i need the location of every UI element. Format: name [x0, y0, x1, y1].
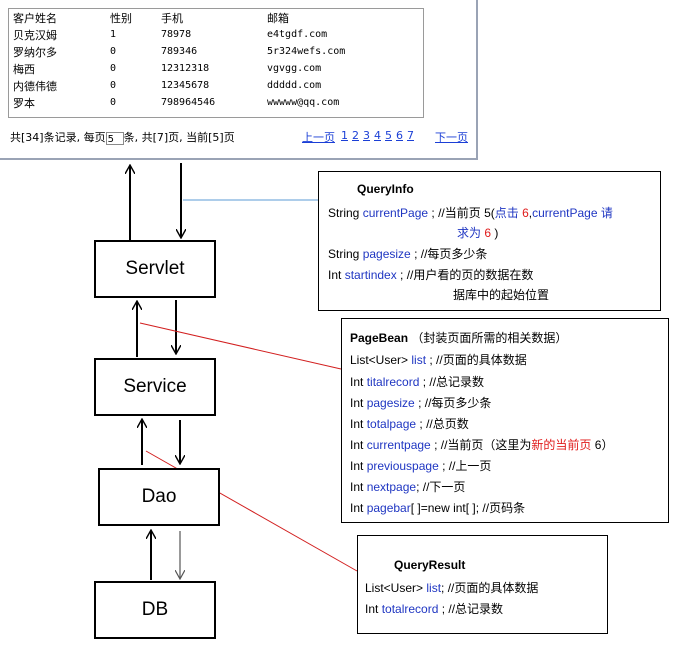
cell-name: 罗本 — [13, 96, 35, 110]
table-row: 罗纳尔多 0 789346 5r324wefs.com — [13, 43, 417, 60]
servlet-label: Servlet — [125, 258, 185, 279]
queryinfo-line-startindex-cont: 据库中的起始位置 — [453, 288, 550, 302]
pagebean-note: PageBean （封装页面所需的相关数据） List<User> list ;… — [341, 318, 669, 523]
db-label: DB — [141, 599, 169, 620]
header-name: 客户姓名 — [13, 11, 57, 25]
pagebean-line-nextpage: Int nextpage; //下一页 — [350, 480, 466, 494]
service-label: Service — [123, 376, 187, 397]
pagebean-title-line: PageBean （封装页面所需的相关数据） — [350, 331, 568, 345]
cell-email: wwwww@qq.com — [267, 97, 340, 108]
cell-gender: 0 — [110, 63, 117, 74]
pagebean-line-previouspage: Int previouspage ; //上一页 — [350, 459, 492, 473]
db-box: DB — [94, 581, 216, 639]
dao-label: Dao — [141, 486, 177, 507]
page-link-3[interactable]: 3 — [363, 129, 370, 142]
customer-table: 客户姓名 性别 手机 邮箱 贝克汉姆 1 78978 e4tgdf.com 罗纳… — [8, 8, 424, 118]
header-email: 邮箱 — [267, 11, 289, 25]
pagebean-line-pagebar: Int pagebar[ ]=new int[ ]; //页码条 — [350, 501, 526, 515]
pagebean-line-titalrecord: Int titalrecord ; //总记录数 — [350, 375, 485, 389]
cell-phone: 78978 — [161, 29, 192, 40]
dao-box: Dao — [98, 468, 220, 526]
page-size-input[interactable]: 5 — [105, 131, 124, 145]
cell-phone: 12345678 — [161, 80, 210, 91]
cell-email: ddddd.com — [267, 80, 322, 91]
page-link-4[interactable]: 4 — [374, 129, 381, 142]
cell-email: vgvgg.com — [267, 63, 322, 74]
pagebean-line-totalpage: Int totalpage ; //总页数 — [350, 417, 469, 431]
cell-phone: 798964546 — [161, 97, 216, 108]
page-link-6[interactable]: 6 — [396, 129, 403, 142]
cell-gender: 0 — [110, 97, 117, 108]
table-row: 贝克汉姆 1 78978 e4tgdf.com — [13, 26, 417, 43]
queryinfo-line-startindex: Int startindex ; //用户看的页的数据在数 — [328, 268, 534, 282]
table-row: 梅西 0 12312318 vgvgg.com — [13, 60, 417, 77]
header-gender: 性别 — [110, 11, 132, 25]
queryresult-line-totalrecord: Int totalrecord ; //总记录数 — [365, 602, 504, 616]
connector-pagebean — [139, 322, 342, 370]
queryresult-title: QueryResult — [394, 558, 466, 572]
paged-list-screenshot: 客户姓名 性别 手机 邮箱 贝克汉姆 1 78978 e4tgdf.com 罗纳… — [0, 0, 478, 160]
cell-gender: 0 — [110, 80, 117, 91]
queryinfo-line-request: 求为 6 ) — [457, 226, 499, 240]
cell-name: 罗纳尔多 — [13, 45, 57, 59]
queryinfo-title: QueryInfo — [357, 182, 414, 196]
table-row: 内德伟德 0 12345678 ddddd.com — [13, 77, 417, 94]
cell-phone: 789346 — [161, 46, 198, 57]
page-link-7[interactable]: 7 — [407, 129, 414, 142]
queryresult-note: QueryResult List<User> list; //页面的具体数据 I… — [357, 535, 608, 634]
table-header-row: 客户姓名 性别 手机 邮箱 — [13, 9, 417, 26]
queryinfo-line-pagesize: String pagesize ; //每页多少条 — [328, 247, 488, 261]
cell-name: 贝克汉姆 — [13, 28, 57, 42]
page-link-1[interactable]: 1 — [341, 129, 348, 142]
cell-gender: 1 — [110, 29, 117, 40]
servlet-box: Servlet — [94, 240, 216, 298]
page-summary-text: 条, 共[7]页, 当前[5]页 — [123, 131, 235, 144]
service-box: Service — [94, 358, 216, 416]
pagebean-line-pagesize: Int pagesize ; //每页多少条 — [350, 396, 492, 410]
cell-email: 5r324wefs.com — [267, 46, 346, 57]
queryresult-line-list: List<User> list; //页面的具体数据 — [365, 581, 539, 595]
queryinfo-note: QueryInfo String currentPage ; //当前页 5(点… — [318, 171, 661, 311]
page-link-2[interactable]: 2 — [352, 129, 359, 142]
header-phone: 手机 — [161, 11, 183, 25]
prev-page-link[interactable]: 上一页 — [302, 131, 335, 144]
cell-name: 内德伟德 — [13, 79, 57, 93]
pagebean-line-currentpage: Int currentpage ; //当前页（这里为新的当前页 6） — [350, 438, 614, 452]
cell-gender: 0 — [110, 46, 117, 57]
queryinfo-line-currentpage: String currentPage ; //当前页 5(点击 6,curren… — [328, 206, 613, 220]
customer-table-grid: 客户姓名 性别 手机 邮箱 贝克汉姆 1 78978 e4tgdf.com 罗纳… — [13, 9, 417, 111]
pagebean-line-list: List<User> list ; //页面的具体数据 — [350, 353, 527, 367]
cell-name: 梅西 — [13, 62, 35, 76]
next-page-link[interactable]: 下一页 — [435, 131, 468, 144]
table-row: 罗本 0 798964546 wwwww@qq.com — [13, 94, 417, 111]
cell-phone: 12312318 — [161, 63, 210, 74]
page-link-5[interactable]: 5 — [385, 129, 392, 142]
cell-email: e4tgdf.com — [267, 29, 328, 40]
record-summary-text: 共[34]条记录, 每页 — [10, 131, 106, 144]
